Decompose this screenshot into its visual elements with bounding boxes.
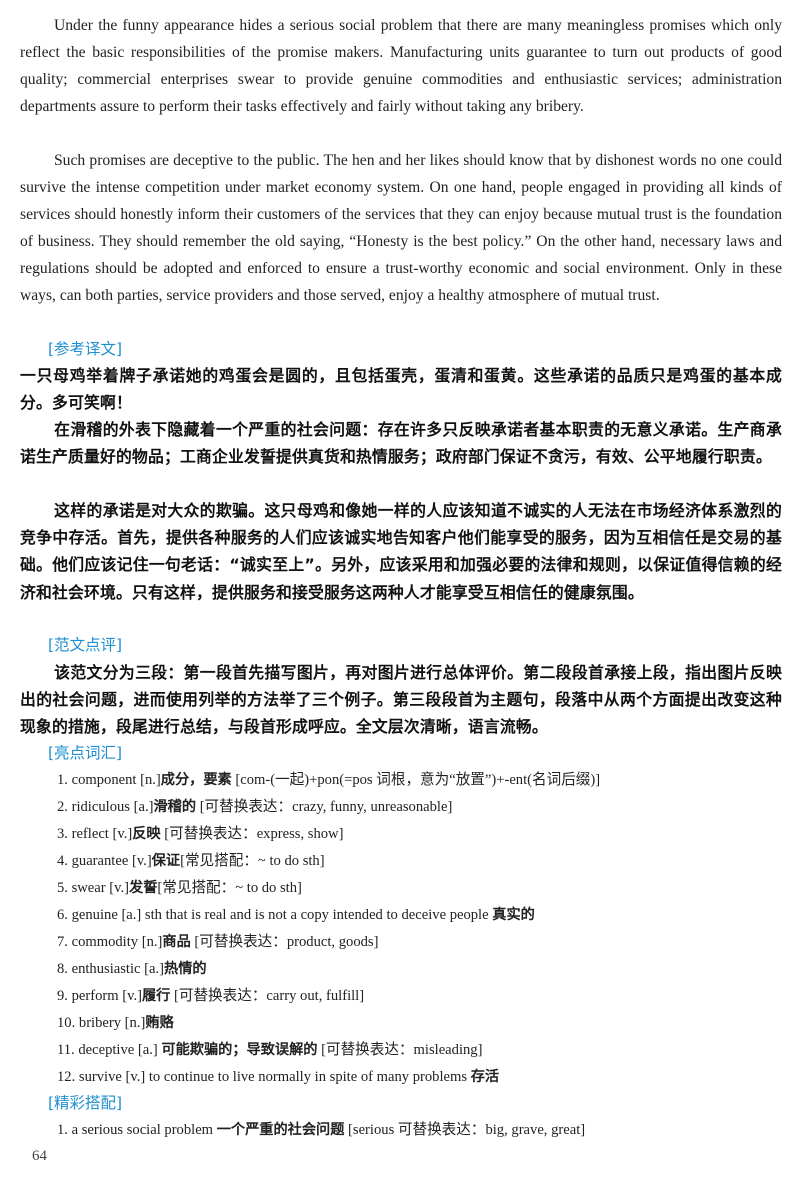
vocab-item: 8. enthusiastic [a.]热情的 [57,961,207,977]
vocab-heading: [亮点词汇] [48,744,123,762]
vocab-item: 2. ridiculous [a.]滑稽的 [可替换表达：crazy, funn… [57,799,453,815]
vocab-item: 1. component [n.]成分，要素 [com-(一起)+pon(=po… [57,772,601,788]
collocations-heading: [精彩搭配] [48,1094,123,1112]
collocation-item: 1. a serious social problem 一个严重的社会问题 [s… [57,1122,586,1138]
essay-paragraph-2: Under the funny appearance hides a serio… [20,17,782,115]
review-heading: [范文点评] [48,636,123,654]
vocab-item: 4. guarantee [v.]保证[常见搭配：~ to do sth] [57,853,325,869]
vocab-item: 10. bribery [n.]贿赂 [57,1015,174,1031]
vocab-item: 6. genuine [a.] sth that is real and is … [57,907,535,923]
essay-paragraph-3: Such promises are deceptive to the publi… [20,152,782,304]
vocab-item: 11. deceptive [a.] 可能欺骗的；导致误解的 [可替换表达：mi… [57,1042,483,1058]
review-paragraph: 该范文分为三段：第一段首先描写图片，再对图片进行总体评价。第二段段首承接上段，指… [20,663,782,737]
translation-paragraph-1: 一只母鸡举着牌子承诺她的鸡蛋会是圆的，且包括蛋壳，蛋清和蛋黄。这些承诺的品质只是… [20,366,782,413]
vocab-item: 5. swear [v.]发誓[常见搭配：~ to do sth] [57,880,302,896]
vocab-item: 12. survive [v.] to continue to live nor… [57,1069,500,1085]
translation-paragraph-3: 这样的承诺是对大众的欺骗。这只母鸡和像她一样的人应该知道不诚实的人无法在市场经济… [20,501,782,602]
vocab-item: 9. perform [v.]履行 [可替换表达：carry out, fulf… [57,988,365,1004]
vocab-item: 7. commodity [n.]商品 [可替换表达：product, good… [57,934,379,950]
vocab-item: 3. reflect [v.]反映 [可替换表达：express, show] [57,826,344,842]
translation-paragraph-2: 在滑稽的外表下隐藏着一个严重的社会问题：存在许多只反映承诺者基本职责的无意义承诺… [20,420,782,467]
page-number: 64 [32,1148,47,1164]
translation-heading: [参考译文] [48,340,123,358]
